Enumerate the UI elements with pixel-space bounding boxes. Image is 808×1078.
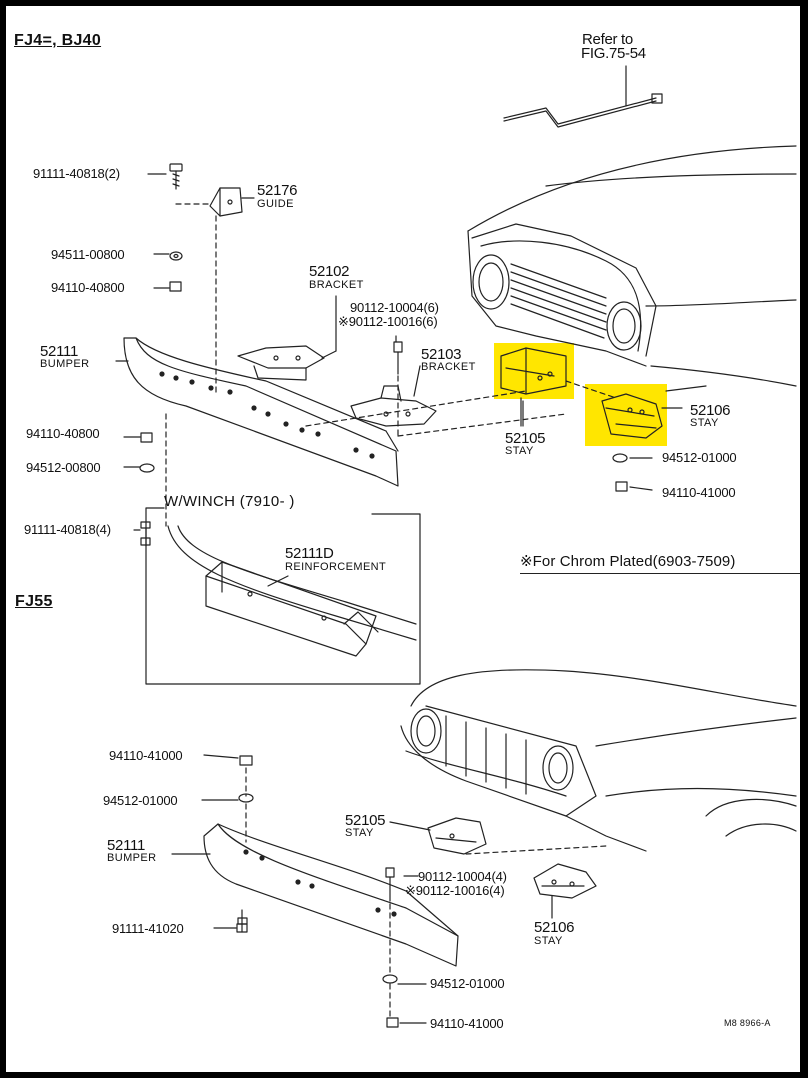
model-header-fj55: FJ55 — [15, 593, 53, 610]
part-number: 52111 — [107, 837, 145, 854]
part-label: 94110-40800 — [51, 280, 125, 295]
refer-note-line1: Refer to — [582, 31, 633, 48]
part-label: 94512-01000 — [662, 450, 737, 465]
part-label: ※90112-10016(4) — [405, 883, 505, 898]
part-name: STAY — [534, 935, 563, 947]
part-number: 52106 — [534, 919, 575, 936]
part-number: 52106 — [690, 402, 731, 419]
part-label: 90112-10004(4) — [418, 869, 507, 884]
part-name: BRACKET — [421, 361, 476, 373]
part-number: 52176 — [257, 182, 298, 199]
diagram-drawing — [115, 65, 797, 1028]
vehicle-body-bottom — [400, 669, 797, 852]
part-label: 94110-41000 — [430, 1016, 504, 1031]
chrome-note-underline — [520, 573, 800, 574]
part-label: 94110-41000 — [109, 748, 183, 763]
stay-52105-top — [500, 347, 567, 427]
leader-lines-bottom — [171, 754, 553, 1024]
bumper-bottom — [203, 823, 459, 967]
part-name: GUIDE — [257, 198, 294, 210]
assembly-lines-top — [165, 203, 617, 527]
part-label: 91111-40818(4) — [24, 522, 111, 537]
bracket-52103 — [350, 385, 437, 427]
part-name: BUMPER — [107, 852, 157, 864]
parts-diagram-sheet: FJ4=, BJ40 FJ55 Refer to FIG.75-54 91111… — [6, 6, 800, 1072]
figure-code: M8 8966-A — [724, 1018, 771, 1028]
part-name: STAY — [690, 417, 719, 429]
part-name: BUMPER — [40, 358, 90, 370]
winch-box — [145, 507, 421, 685]
part-label: 94512-01000 — [430, 976, 505, 991]
highlight-52106 — [585, 384, 667, 446]
part-number: 52111 — [40, 343, 78, 360]
refer-note-line2: FIG.75-54 — [581, 45, 646, 62]
part-label: 94110-41000 — [662, 485, 736, 500]
part-name: BRACKET — [309, 279, 364, 291]
leader-lines-top — [115, 173, 653, 531]
part-number: 52111D — [285, 545, 334, 562]
hardware-bottom — [236, 755, 399, 1028]
stay-52106-bottom — [533, 863, 597, 899]
part-label: 90112-10004(6) — [350, 300, 439, 315]
model-header-fj40: FJ4=, BJ40 — [14, 32, 102, 49]
part-name: STAY — [505, 445, 534, 457]
highlight-52105 — [494, 343, 574, 399]
part-label: 94110-40800 — [26, 426, 100, 441]
stay-52106-top — [601, 393, 683, 439]
winch-box-title: W/WINCH (7910- ) — [164, 493, 295, 510]
vehicle-body-top — [467, 145, 797, 392]
part-label: ※90112-10016(6) — [338, 314, 438, 329]
assembly-lines-bottom — [245, 767, 607, 1017]
part-label: 91111-40818(2) — [33, 166, 120, 181]
bracket-52102 — [237, 345, 325, 381]
part-number: 52103 — [421, 346, 462, 363]
part-label: 91111-41020 — [112, 921, 184, 936]
part-name: REINFORCEMENT — [285, 561, 387, 573]
guide-52176 — [209, 187, 243, 217]
bumper-top — [123, 337, 399, 487]
part-number: 52105 — [505, 430, 546, 447]
part-name: STAY — [345, 827, 374, 839]
hood-rod — [503, 65, 663, 128]
part-label: 94512-00800 — [26, 460, 101, 475]
chrome-plated-note: ※For Chrom Plated(6903-7509) — [520, 553, 736, 570]
part-number: 52105 — [345, 812, 386, 829]
part-number: 52102 — [309, 263, 350, 280]
part-label: 94511-00800 — [51, 247, 125, 262]
part-label: 94512-01000 — [103, 793, 178, 808]
stay-52105-bottom — [427, 817, 487, 855]
